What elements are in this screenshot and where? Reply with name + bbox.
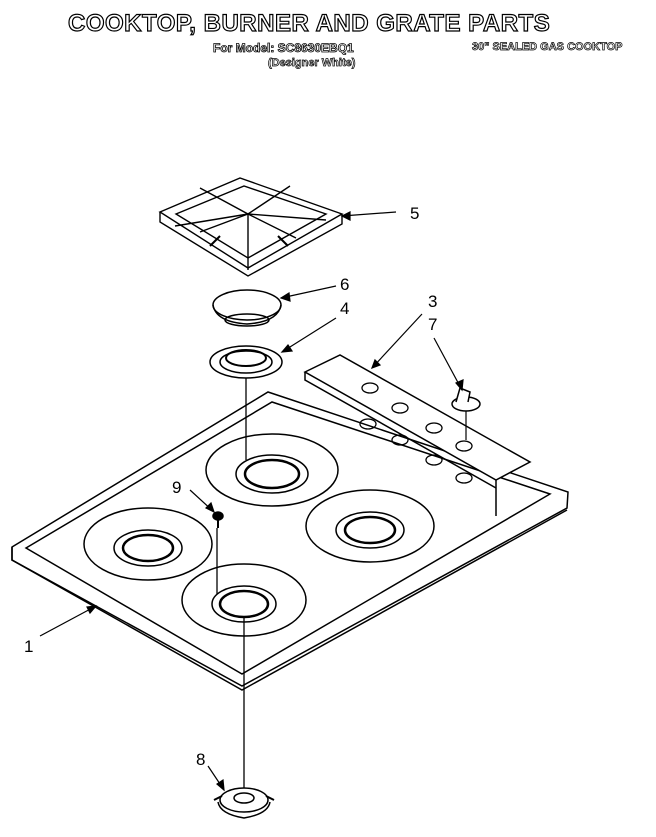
cooktop-panel	[11, 391, 569, 691]
product-label: 30" SEALED GAS COOKTOP	[472, 41, 623, 54]
burner-ring	[209, 345, 283, 379]
burner-base	[213, 787, 275, 819]
callout-8: 8	[196, 750, 205, 769]
callout-3: 3	[428, 292, 437, 311]
burner-cap	[212, 289, 282, 327]
finish-label: (Designer White)	[268, 57, 356, 70]
control-panel-strip	[303, 354, 532, 516]
screw	[212, 511, 224, 528]
callout-7: 7	[428, 315, 437, 334]
burner-well-right	[305, 489, 435, 563]
callout-1: 1	[24, 637, 33, 656]
leader-lines	[39, 211, 464, 792]
callout-6: 6	[340, 275, 349, 294]
callout-9: 9	[172, 478, 181, 497]
callout-5: 5	[410, 204, 419, 223]
burner-grate	[158, 177, 344, 277]
page-title: COOKTOP, BURNER AND GRATE PARTS	[67, 9, 551, 37]
callout-4: 4	[340, 299, 349, 318]
control-holes	[359, 382, 473, 484]
model-label: For Model: SC8630EBQ1	[213, 41, 355, 56]
burner-well-rear-left	[205, 433, 339, 507]
control-knob	[451, 386, 481, 440]
burner-well-front-left	[83, 507, 213, 581]
